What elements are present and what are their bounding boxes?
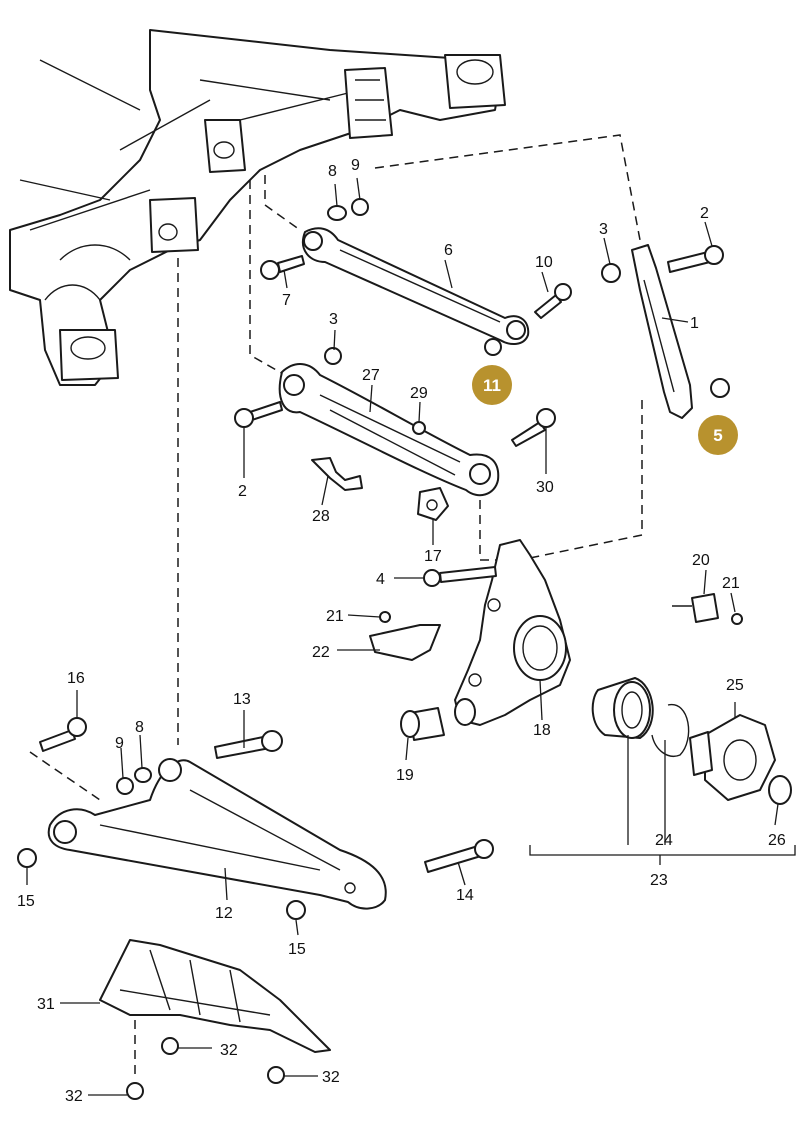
label-part-32-bottom: 32 xyxy=(65,1088,83,1105)
part-9-nut xyxy=(351,198,369,216)
badge-circle xyxy=(472,365,512,405)
label-part-24: 24 xyxy=(655,832,673,849)
part-25-wheel-hub xyxy=(689,714,776,801)
label-part-13: 13 xyxy=(233,691,251,708)
leader-lines xyxy=(26,177,796,1096)
label-part-23: 23 xyxy=(650,872,668,889)
label-part-30: 30 xyxy=(536,479,554,496)
part-2-bolt-upper xyxy=(667,245,724,273)
label-part-14: 14 xyxy=(456,887,474,904)
label-part-29: 29 xyxy=(410,385,428,402)
label-part-2-lower: 2 xyxy=(238,483,247,500)
part-32-nut-right xyxy=(267,1066,285,1084)
part-7-bolt xyxy=(260,255,305,280)
part-16-bolt xyxy=(39,717,87,752)
part-24-circlip xyxy=(651,704,690,757)
part-32-nut-left xyxy=(161,1037,179,1055)
label-part-17: 17 xyxy=(424,548,442,565)
part-8-washer-lower xyxy=(134,767,152,783)
part-6-upper-link xyxy=(302,227,530,345)
label-part-3-upper: 3 xyxy=(599,221,608,238)
badge-part-5[interactable]: 5 xyxy=(698,415,738,455)
label-part-8-lower: 8 xyxy=(135,719,144,736)
label-part-15-right: 15 xyxy=(288,941,306,958)
part-15-nut-left xyxy=(17,848,37,868)
label-part-12: 12 xyxy=(215,905,233,922)
label-part-16: 16 xyxy=(67,670,85,687)
label-part-1: 1 xyxy=(690,315,699,332)
label-part-32-right: 32 xyxy=(322,1069,340,1086)
badge-circle xyxy=(698,415,738,455)
assembly-dash-lines xyxy=(29,134,643,1080)
part-4-bolt xyxy=(423,566,497,587)
part-11-nut xyxy=(484,338,502,356)
label-part-7: 7 xyxy=(282,292,291,309)
part-21-screw-bracket xyxy=(379,611,391,623)
label-part-19: 19 xyxy=(396,767,414,784)
part-3-nut-upper xyxy=(601,263,621,283)
part-8-washer xyxy=(327,205,347,221)
label-part-21-right: 21 xyxy=(722,575,740,592)
part-29-nut xyxy=(412,421,426,435)
label-part-10: 10 xyxy=(535,254,553,271)
label-part-26: 26 xyxy=(768,832,786,849)
part-12-lower-control-arm xyxy=(47,758,387,910)
label-part-32-left: 32 xyxy=(220,1042,238,1059)
part-32-nut-bottom xyxy=(126,1082,144,1100)
badge-label: 5 xyxy=(713,426,722,445)
part-2-bolt-lower xyxy=(234,401,283,428)
part-9-nut-lower xyxy=(116,777,134,795)
label-part-6: 6 xyxy=(444,242,453,259)
label-part-18: 18 xyxy=(533,722,551,739)
rear-subframe xyxy=(9,29,506,386)
part-21-screw-sensor xyxy=(731,613,743,625)
part-19-bushing xyxy=(400,698,476,741)
label-part-4: 4 xyxy=(376,571,385,588)
part-30-bolt xyxy=(511,408,556,447)
label-part-2-upper: 2 xyxy=(700,205,709,222)
label-part-9-lower: 9 xyxy=(115,735,124,752)
label-part-31: 31 xyxy=(37,996,55,1013)
label-part-20: 20 xyxy=(692,552,710,569)
part-26-hub-nut xyxy=(768,775,792,805)
part-5-nut xyxy=(710,378,730,398)
part-14-bolt xyxy=(424,839,494,873)
part-13-bolt xyxy=(214,730,283,759)
label-part-22: 22 xyxy=(312,644,330,661)
part-15-nut-right xyxy=(286,900,306,920)
badge-part-11[interactable]: 11 xyxy=(472,365,512,405)
part-number-labels: 8 9 6 10 7 3 2 1 3 27 29 2 30 28 17 4 20… xyxy=(17,157,786,1105)
part-1-toe-link xyxy=(631,244,693,419)
label-part-9-upper: 9 xyxy=(351,157,360,174)
label-part-3-lower: 3 xyxy=(329,311,338,328)
part-17-bushing-nut xyxy=(417,487,449,521)
part-10-bolt xyxy=(534,283,572,319)
part-20-sensor xyxy=(672,593,719,623)
label-part-15-left: 15 xyxy=(17,893,35,910)
part-27-camber-arm xyxy=(278,363,500,497)
badge-label: 11 xyxy=(483,376,501,395)
part-24-wheel-bearing xyxy=(591,677,654,739)
label-part-8-upper: 8 xyxy=(328,163,337,180)
label-part-27: 27 xyxy=(362,367,380,384)
label-part-21-left: 21 xyxy=(326,608,344,625)
label-part-25: 25 xyxy=(726,677,744,694)
label-part-28: 28 xyxy=(312,508,330,525)
part-28-clip xyxy=(311,457,363,491)
part-22-bracket xyxy=(369,624,441,661)
part-31-underbody-cover xyxy=(99,939,331,1053)
part-3-nut-lower xyxy=(324,347,342,365)
part-18-wheel-carrier xyxy=(454,539,571,726)
